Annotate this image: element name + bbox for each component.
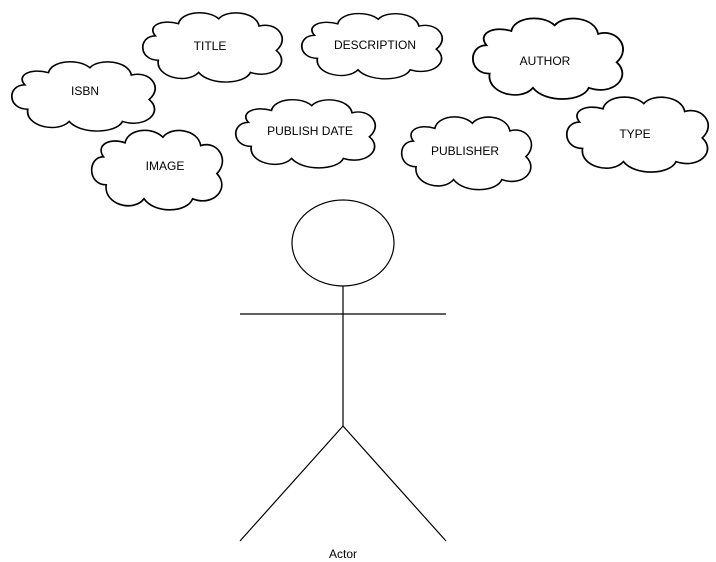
cloud-author-label: AUTHOR: [520, 54, 571, 68]
cloud-isbn-label: ISBN: [71, 84, 99, 98]
actor-left-leg: [239, 425, 344, 542]
cloud-publisher-label: PUBLISHER: [431, 144, 499, 158]
actor-label: Actor: [329, 547, 357, 561]
cloud-description-label: DESCRIPTION: [334, 38, 416, 52]
cloud-title-label: TITLE: [194, 39, 227, 53]
cloud-type-label: TYPE: [619, 127, 650, 141]
actor-figure[interactable]: [239, 199, 447, 542]
actor-head: [291, 199, 395, 287]
actor-right-leg: [342, 425, 447, 542]
cloud-publish-date-label: PUBLISH DATE: [267, 124, 353, 138]
cloud-image-label: IMAGE: [146, 159, 185, 173]
